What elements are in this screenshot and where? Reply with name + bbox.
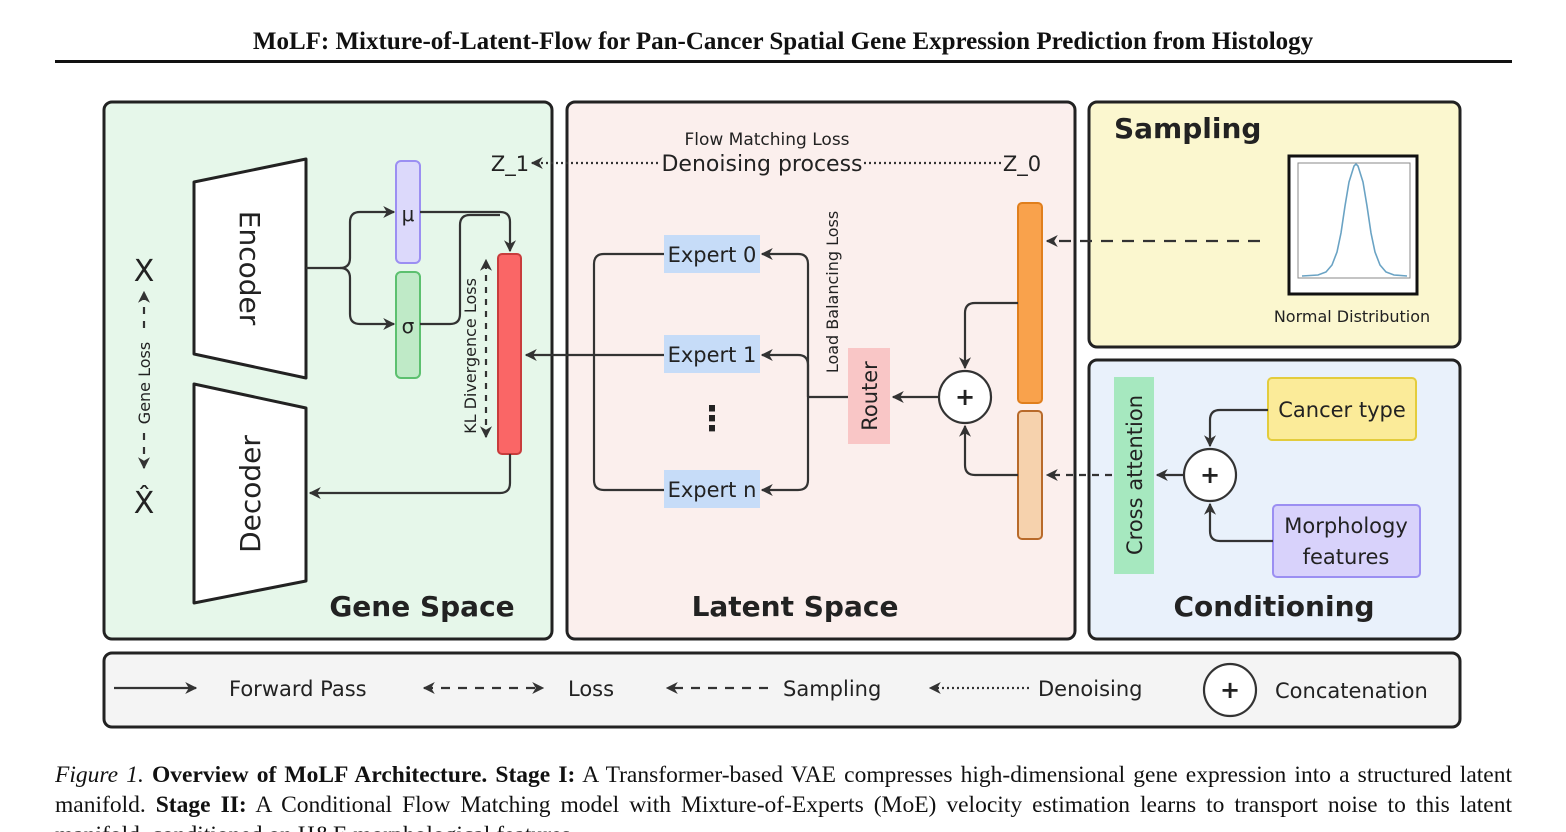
expert0-line (592, 252, 664, 492)
expert-ellipsis: ⋮ (695, 399, 729, 439)
caption-stage2-text: A Conditional Flow Matching model with M… (55, 792, 1512, 832)
caption-stage1-label: Stage I: (495, 762, 576, 788)
cross-attention-box (1114, 377, 1154, 574)
router-box (848, 348, 890, 444)
z0-label: Z_0 (1003, 152, 1041, 177)
distribution-plot-axes (1297, 162, 1411, 279)
sampling-title: Sampling (1114, 112, 1261, 145)
caption-stage2-label: Stage II: (155, 792, 247, 818)
conditioning-title: Conditioning (1173, 590, 1374, 623)
condition-embedding-bar (1017, 410, 1043, 540)
x-label: X (134, 254, 155, 289)
sigma-label: σ (402, 314, 415, 338)
z1-label: Z_1 (491, 152, 529, 177)
latent-space-panel (565, 100, 1077, 641)
decoder-label: Decoder (234, 435, 267, 553)
caption-stage1-text: A Transformer-based VAE compresses high-… (55, 762, 1512, 818)
legend-concat-circle (1202, 662, 1258, 718)
encoder-block (192, 157, 308, 380)
expert-n-label: Expert n (668, 478, 757, 502)
legend-panel (102, 651, 1462, 729)
header-rule (55, 60, 1512, 63)
router-to-expert1-arrow (760, 349, 810, 397)
legend-loss-label: Loss (568, 677, 614, 701)
figure-caption: Figure 1. Overview of MoLF Architecture.… (55, 760, 1512, 832)
noise-to-concat-arrow (959, 301, 1018, 370)
latent-to-decoder-arrow (308, 454, 512, 499)
legend-forward-label: Forward Pass (229, 677, 367, 701)
noise-latent-bar (1017, 202, 1043, 404)
latent-concat-symbol: + (955, 383, 975, 411)
condition-to-concat-arrow (959, 424, 1018, 477)
cond-concat-symbol: + (1200, 461, 1220, 489)
expert-n-box (664, 470, 760, 508)
legend-denoising-label: Denoising (1038, 677, 1143, 701)
morphology-label-line1: Morphology (1284, 514, 1408, 538)
gene-loss-label: Gene Loss (135, 342, 154, 424)
sigma-to-latent-arrow (420, 213, 500, 326)
router-label: Router (858, 361, 882, 431)
mu-label: μ (402, 202, 415, 226)
cancer-type-label: Cancer type (1278, 398, 1406, 422)
router-to-expert0-arrow (760, 248, 810, 397)
mu-to-latent-arrow (420, 210, 516, 253)
caption-figure-label: Figure 1. (55, 762, 144, 788)
running-title: MoLF: Mixture-of-Latent-Flow for Pan-Can… (252, 28, 1314, 55)
expert-0-box (664, 235, 760, 273)
legend-concat-label: Concatenation (1275, 679, 1428, 703)
expert-0-label: Expert 0 (668, 243, 757, 267)
expert-1-label: Expert 1 (668, 343, 757, 367)
latent-space-title: Latent Space (692, 590, 899, 623)
legend-concat-symbol: + (1220, 676, 1240, 704)
load-balancing-loss-label: Load Balancing Loss (823, 211, 842, 373)
expert-1-box (664, 335, 760, 373)
kl-loss-label: KL Divergence Loss (461, 278, 480, 434)
morphology-to-concat-arrow (1204, 502, 1273, 543)
gene-space-title: Gene Space (329, 590, 514, 623)
encoder-to-sigma-arrow (339, 266, 396, 330)
router-to-expertn-arrow (760, 397, 810, 496)
latent-vector-bar (497, 253, 522, 455)
caption-title: Overview of MoLF Architecture. (152, 762, 488, 788)
encoder-label: Encoder (233, 211, 266, 326)
morphology-label-line2: features (1303, 545, 1390, 569)
flow-matching-loss-label: Flow Matching Loss (684, 130, 849, 150)
cross-attention-label: Cross attention (1123, 395, 1147, 555)
cancer-type-to-concat-arrow (1204, 408, 1268, 448)
gene-space-panel (102, 100, 554, 641)
decoder-block (192, 382, 308, 605)
denoising-process-label: Denoising process (661, 152, 862, 177)
gene-loss-label-bg (132, 335, 156, 431)
x-hat-label: X̂ (134, 485, 155, 521)
latent-concat-circle (937, 369, 993, 425)
normal-distribution-curve (1301, 162, 1408, 277)
legend-sampling-label: Sampling (783, 677, 881, 701)
architecture-figure: .lbl { font-family:"DejaVu Sans", sans-s… (102, 100, 1462, 729)
distribution-label: Normal Distribution (1274, 307, 1430, 326)
